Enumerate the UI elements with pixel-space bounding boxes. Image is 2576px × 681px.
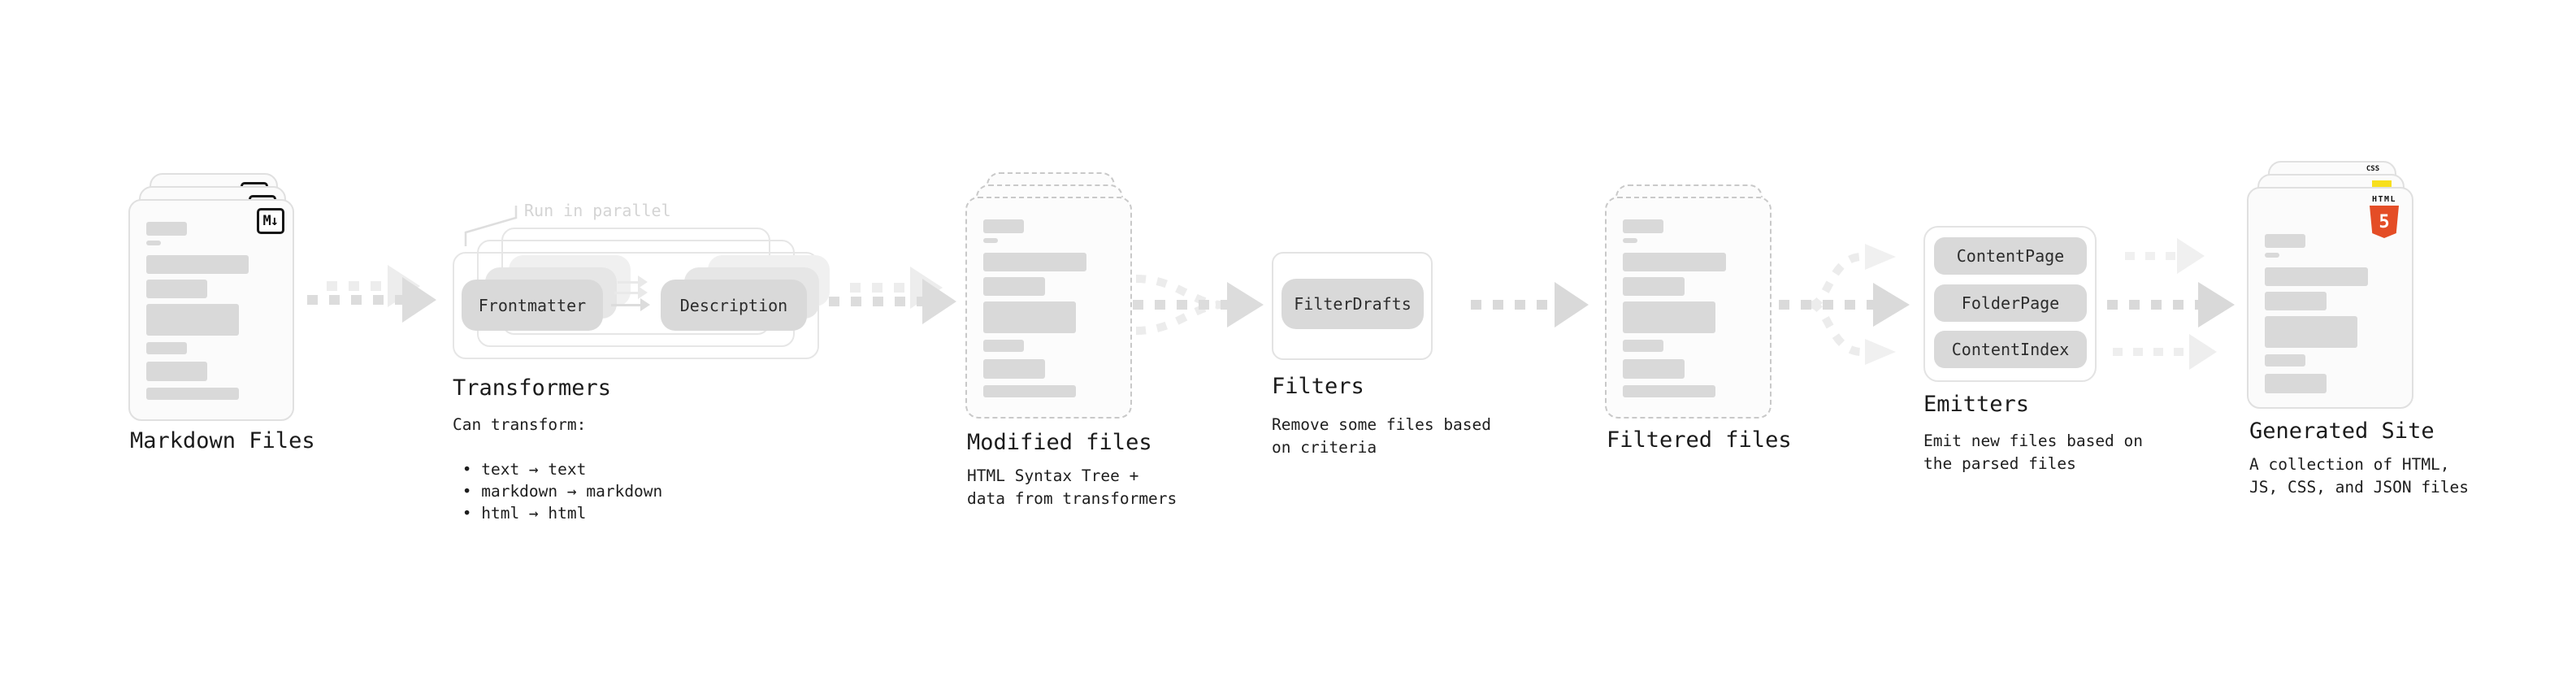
stage-heading-emitters: Emitters [1923,392,2030,417]
skeleton-line [2265,316,2358,348]
skeleton-line [983,277,1045,296]
skeleton-line [146,255,249,274]
modified-files-description: HTML Syntax Tree + data from transformer… [967,466,1177,508]
dashed-arrow-filters-to-filtered-icon [1471,282,1589,327]
stage-label-filtered-files: Filtered files [1607,427,1792,453]
generated-site-description: A collection of HTML, JS, CSS, and JSON … [2249,455,2470,497]
transformers-description-intro: Can transform: [453,415,587,434]
file-skeleton [130,201,293,400]
mini-arrow-icon [611,298,650,311]
emitter-pill-contentpage: ContentPage [1934,237,2087,275]
generated-site-card: HTML 5 [2247,187,2413,409]
skeleton-line [1623,385,1716,397]
run-in-parallel-annotation: Run in parallel [524,201,671,220]
skeleton-line [146,362,208,381]
dashed-arrow-markdown-to-transformers-icon [307,277,436,323]
skeleton-line [983,385,1077,397]
stage-heading-filters: Filters [1272,374,1364,399]
skeleton-line [1623,277,1685,296]
file-skeleton [1607,198,1770,397]
skeleton-line [1623,219,1663,233]
skeleton-line [146,304,239,336]
skeleton-line [146,241,161,245]
emitter-pill-contentindex: ContentIndex [1934,331,2087,368]
merge-arrow-modified-to-filters-icon [1133,275,1264,335]
annotation-leader-line [464,206,518,246]
file-skeleton [2249,189,2412,393]
modified-file-card [965,197,1132,419]
emitter-pill-folderpage: FolderPage [1934,284,2087,322]
skeleton-line [2265,234,2305,248]
transformers-description-bullets: • text → text • markdown → markdown • ht… [462,460,663,523]
skeleton-line [983,238,998,243]
dashed-arrow-emitter-bottom-icon [2113,334,2217,370]
markdown-icon: M↓ [256,208,284,234]
skeleton-line [983,340,1024,352]
skeleton-line [2265,253,2279,258]
skeleton-line [1623,359,1685,379]
stage-label-markdown-files: Markdown Files [130,428,315,453]
skeleton-line [983,359,1045,379]
skeleton-line [2265,374,2327,393]
dashed-arrow-emitters-to-generated-icon [2107,282,2235,327]
skeleton-line [1623,253,1727,271]
markdown-file-card: M↓ [128,199,294,421]
filters-description: Remove some files based on criteria [1272,415,1492,457]
skeleton-line [1623,238,1637,243]
split-arrow-filtered-to-emitters-icon [1779,244,1910,365]
transformer-pill-frontmatter: Frontmatter [462,280,603,331]
skeleton-line [146,342,187,354]
mini-arrow-icon [614,286,648,299]
stage-heading-generated-site: Generated Site [2249,419,2435,444]
filtered-file-card [1605,197,1772,419]
skeleton-line [1623,301,1716,333]
stage-heading-modified-files: Modified files [967,430,1152,455]
skeleton-line [983,301,1077,333]
skeleton-line [146,388,239,400]
html5-icon: HTML 5 [2366,195,2402,238]
stage-heading-transformers: Transformers [453,375,612,401]
dashed-arrow-transformers-to-modified-icon [829,279,956,324]
skeleton-line [146,280,208,298]
skeleton-line [146,222,187,236]
transformer-pill-description: Description [661,280,807,331]
dashed-arrow-emitter-top-icon [2125,238,2205,274]
skeleton-line [983,219,1024,233]
skeleton-line [2265,267,2369,286]
skeleton-line [983,253,1087,271]
skeleton-line [2265,292,2327,310]
skeleton-line [1623,340,1663,352]
filter-pill-filterdrafts: FilterDrafts [1281,279,1424,329]
emitters-description: Emit new files based on the parsed files [1923,432,2144,473]
file-skeleton [967,198,1130,397]
mini-arrow-icon [618,275,648,288]
skeleton-line [2265,354,2305,367]
